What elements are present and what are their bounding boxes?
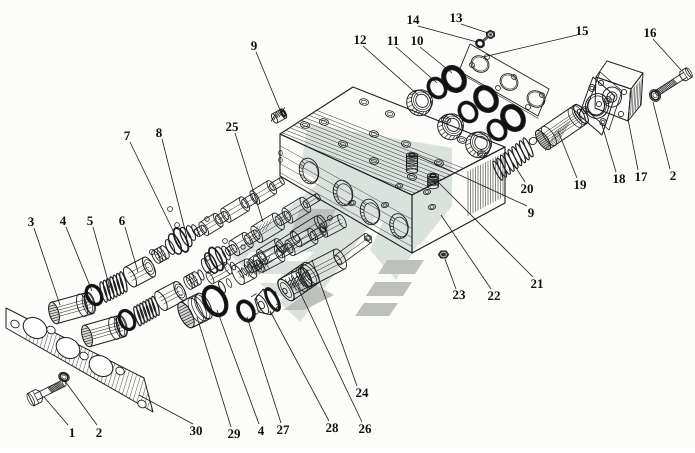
svg-text:14: 14 (407, 12, 421, 27)
svg-text:23: 23 (453, 287, 467, 302)
svg-text:17: 17 (635, 169, 649, 184)
svg-text:9: 9 (251, 38, 258, 53)
svg-text:16: 16 (644, 25, 658, 40)
svg-text:24: 24 (356, 385, 370, 400)
svg-text:3: 3 (28, 214, 35, 229)
svg-text:22: 22 (488, 288, 501, 303)
svg-text:5: 5 (87, 213, 94, 228)
svg-text:9: 9 (528, 205, 535, 220)
svg-text:26: 26 (359, 421, 373, 436)
svg-text:4: 4 (60, 213, 67, 228)
svg-text:29: 29 (228, 426, 242, 441)
svg-text:7: 7 (124, 128, 131, 143)
svg-text:27: 27 (277, 422, 291, 437)
svg-text:6: 6 (119, 213, 126, 228)
svg-text:2: 2 (670, 168, 677, 183)
svg-text:15: 15 (576, 23, 590, 38)
svg-text:1: 1 (69, 425, 76, 440)
svg-text:18: 18 (613, 171, 627, 186)
svg-text:2: 2 (96, 425, 103, 440)
svg-text:21: 21 (531, 276, 544, 291)
svg-text:30: 30 (190, 423, 203, 438)
svg-text:8: 8 (156, 125, 163, 140)
svg-text:20: 20 (521, 181, 534, 196)
svg-text:19: 19 (574, 177, 588, 192)
svg-text:4: 4 (258, 423, 265, 438)
svg-text:13: 13 (450, 10, 464, 25)
svg-text:12: 12 (354, 32, 367, 47)
svg-text:11: 11 (387, 33, 399, 48)
svg-text:28: 28 (326, 420, 340, 435)
svg-text:25: 25 (226, 119, 240, 134)
svg-text:10: 10 (411, 33, 424, 48)
